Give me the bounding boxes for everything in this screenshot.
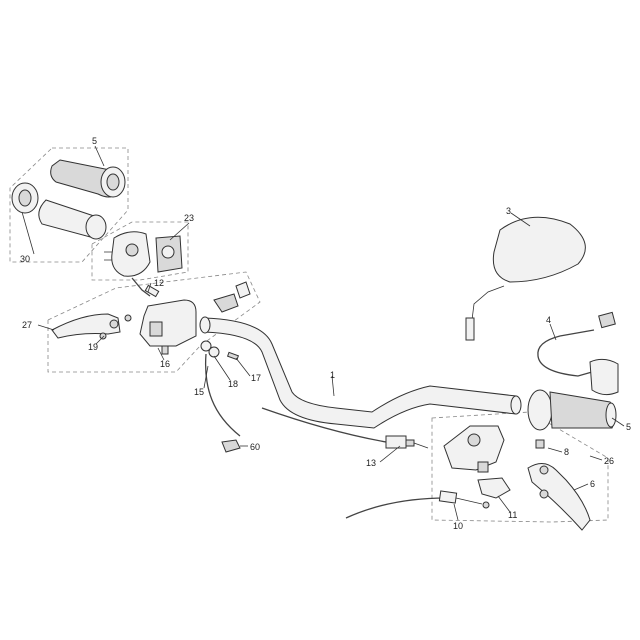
callout-4: 4	[546, 315, 551, 325]
callout-5-right: 5	[626, 422, 631, 432]
callout-18: 18	[228, 379, 238, 389]
small-clip	[221, 439, 241, 453]
handlebar-end-left	[199, 316, 211, 334]
throttle-cable	[261, 407, 429, 449]
callout-11: 11	[508, 510, 517, 520]
callout-26: 26	[604, 456, 614, 466]
right-switch-assembly	[537, 311, 619, 396]
callout-10: 10	[453, 521, 463, 531]
callout-13: 13	[366, 458, 376, 468]
callout-1: 1	[330, 370, 335, 380]
callout-5-left: 5	[92, 136, 97, 146]
callout-12: 12	[154, 278, 164, 288]
callout-23: 23	[184, 213, 194, 223]
clutch-cable	[345, 490, 490, 519]
callout-8: 8	[564, 447, 569, 457]
handlebar-end-right	[510, 395, 522, 415]
leader-lines	[21, 145, 625, 521]
throttle-housing	[104, 231, 183, 298]
callout-15: 15	[194, 387, 204, 397]
callout-30: 30	[20, 254, 30, 264]
clutch-assembly	[443, 425, 591, 531]
right-grip	[527, 389, 617, 431]
callout-16: 16	[160, 359, 170, 369]
callout-60: 60	[250, 442, 260, 452]
callout-19: 19	[88, 342, 98, 352]
left-lever-assembly	[51, 281, 251, 437]
callout-17: 17	[251, 373, 261, 383]
left-grip-assembly	[11, 159, 126, 240]
callout-27: 27	[22, 320, 32, 330]
group-outline-grips	[9, 147, 129, 263]
callout-3: 3	[506, 206, 511, 216]
group-outline-throttle-housing	[91, 221, 189, 281]
mirror	[465, 216, 586, 341]
callout-6: 6	[590, 479, 595, 489]
